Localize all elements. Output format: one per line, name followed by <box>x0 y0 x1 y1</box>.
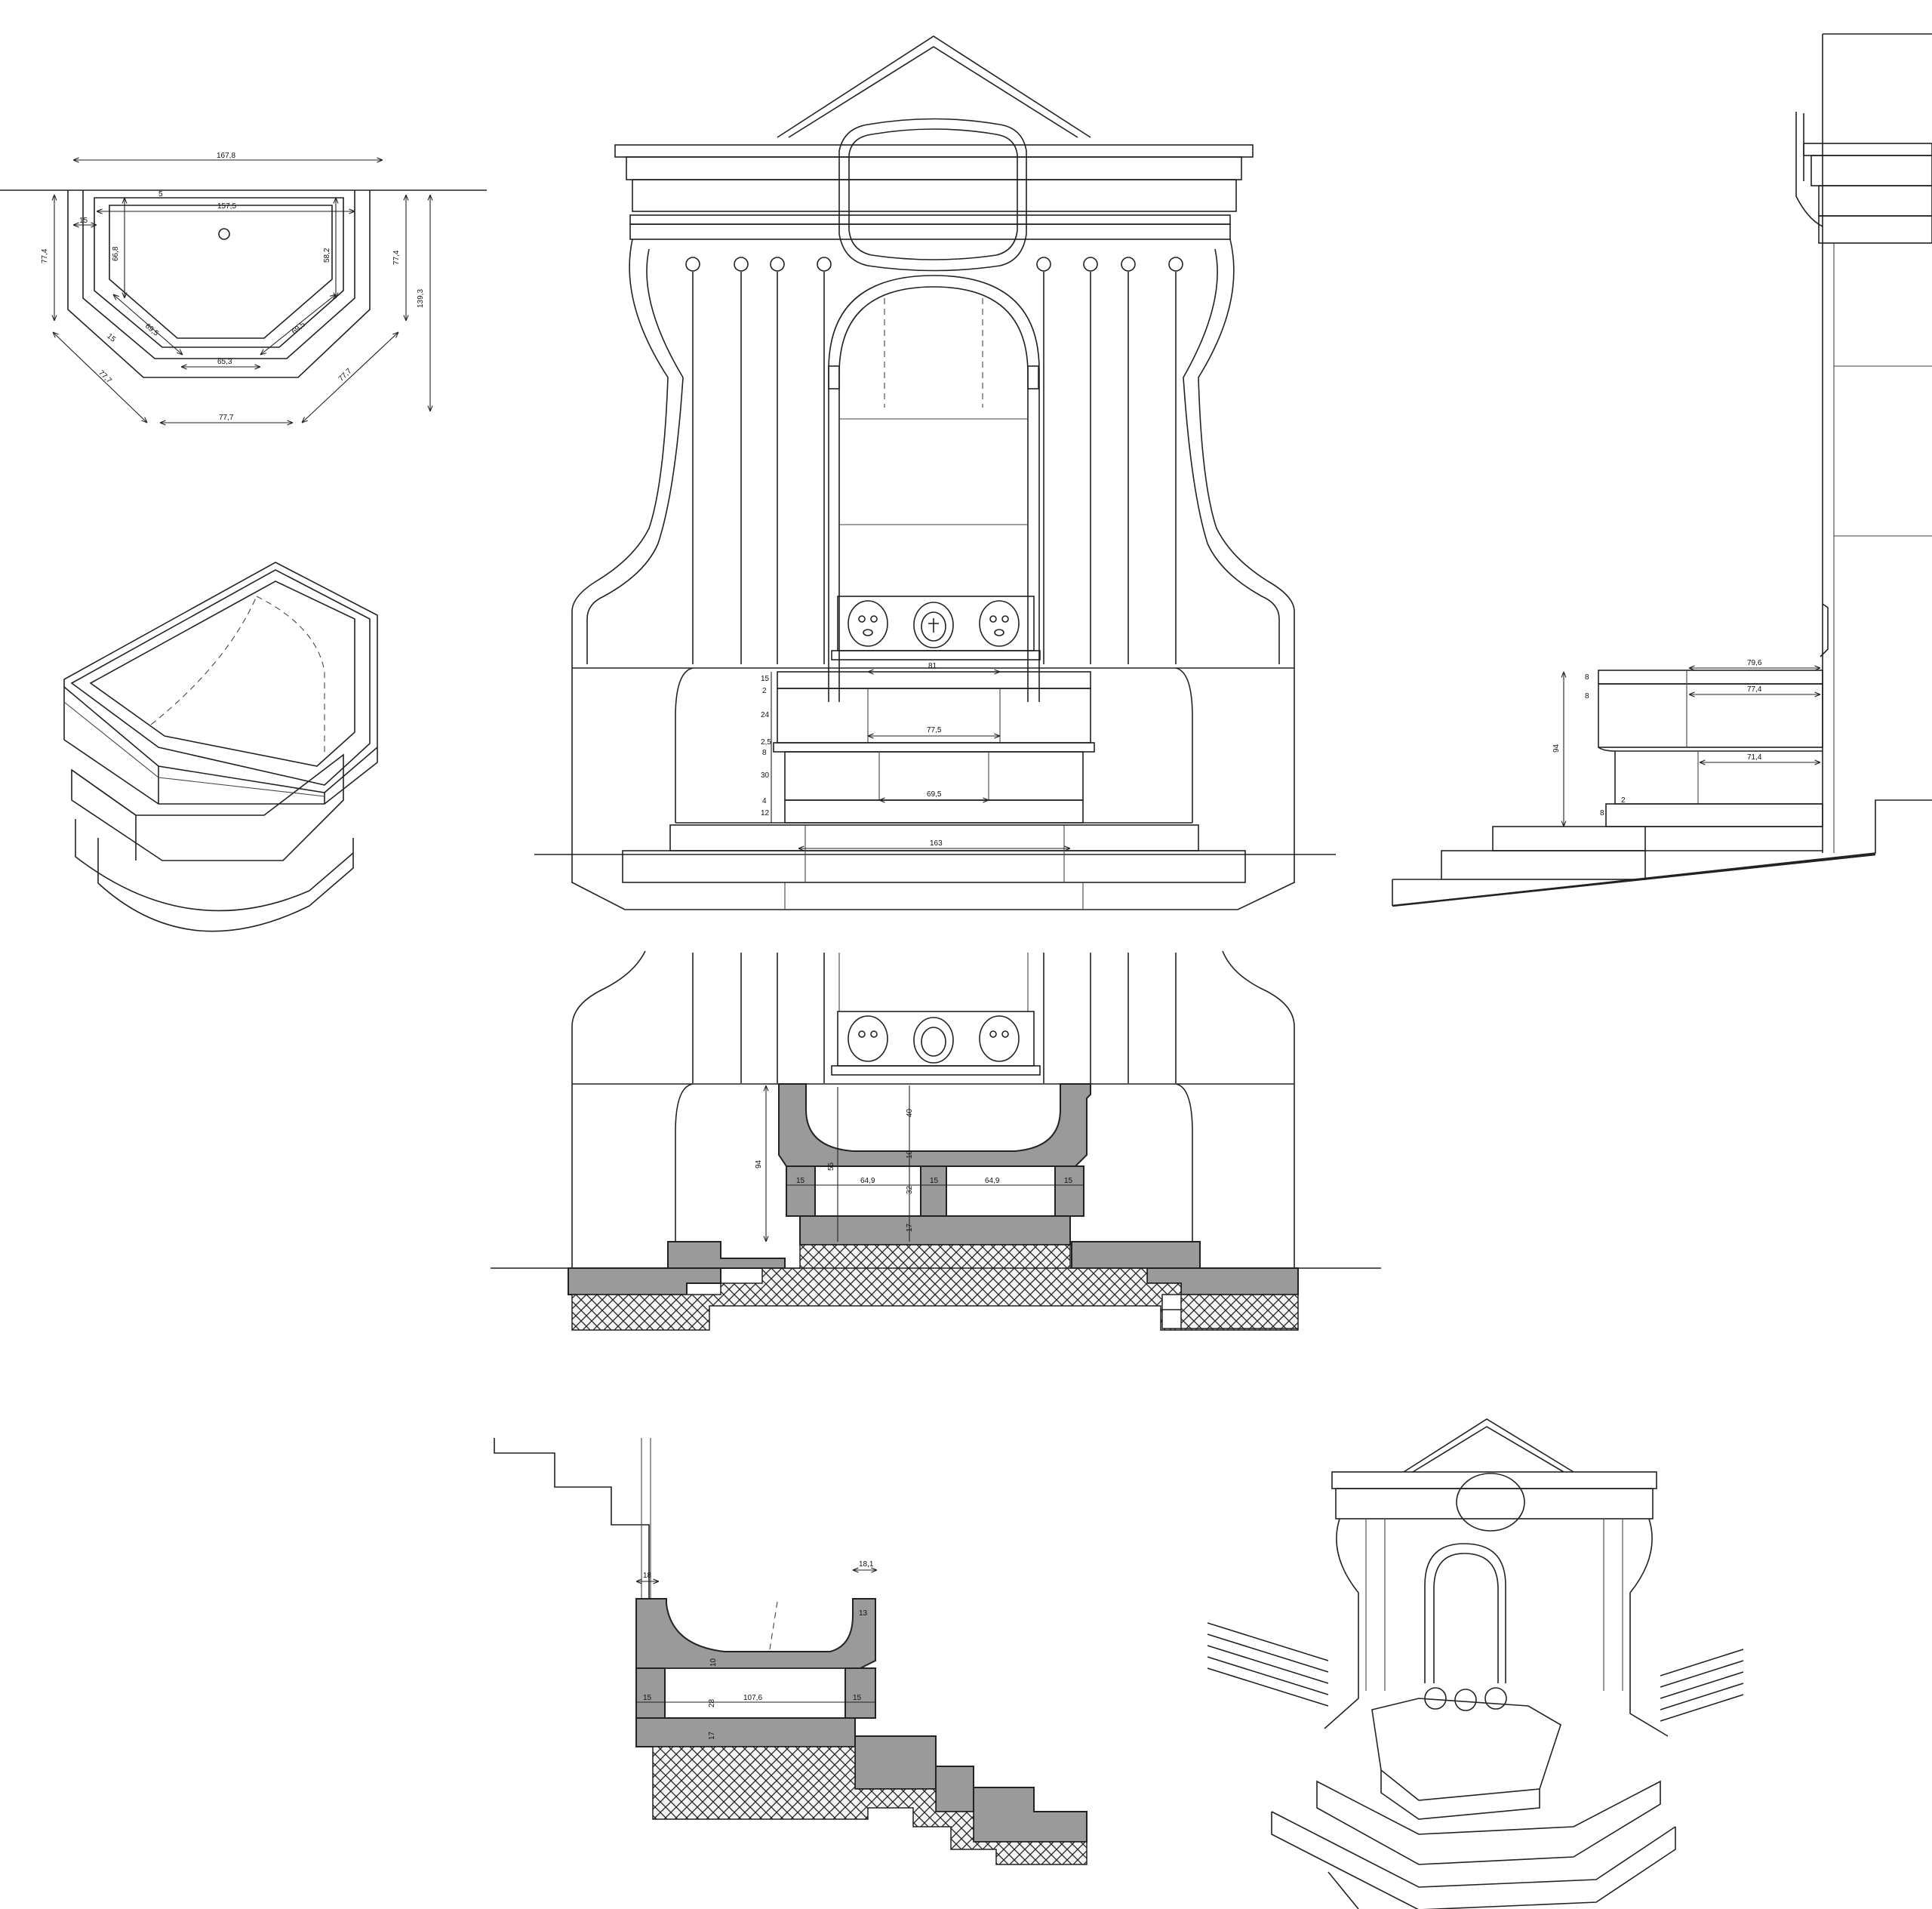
plan-dim-inner-right: 58,2 <box>323 248 331 263</box>
front-dim-basin-top: 81 <box>928 662 937 670</box>
section-dim-w5: 15 <box>1064 1177 1073 1185</box>
plan-dim-height: 139,3 <box>417 289 425 308</box>
fountain-side-section: 18 18,1 13 10 15 107,6 15 28 17 <box>494 1438 1088 1865</box>
section-dim-mid: 10 <box>906 1150 914 1159</box>
coat-of-arms-ornament <box>913 602 954 648</box>
front-dim-mid: 77,5 <box>927 726 942 734</box>
fountain-side-elevation: 79,6 77,4 71,4 94 8 8 2 8 <box>1392 33 1932 907</box>
section-dim-w2: 64,9 <box>860 1177 875 1185</box>
section-dim-total: 94 <box>755 1159 763 1168</box>
side-dim-d1: 79,6 <box>1747 659 1762 667</box>
section-dim-bowl: 40 <box>906 1108 914 1117</box>
section-mask-right <box>979 1015 1020 1062</box>
sside-dim-m: 10 <box>709 1658 718 1667</box>
front-dim-v1: 15 <box>761 675 770 683</box>
side-dim-s1: 8 <box>1585 673 1589 682</box>
plan-dim-top: 5 <box>158 190 163 199</box>
side-dim-s4: 8 <box>1600 809 1604 817</box>
front-dim-v6: 30 <box>761 771 770 780</box>
pilaster-capitals <box>685 257 1183 272</box>
side-dim-height: 94 <box>1552 744 1561 753</box>
sside-dim-t1: 18 <box>643 1572 652 1580</box>
basin-plan-view: 167,8 157,5 15 5 77,4 77,4 139,3 66,8 58… <box>0 152 487 423</box>
plan-dim-side-right: 77,4 <box>392 250 401 265</box>
front-dim-v3: 24 <box>761 711 770 719</box>
section-coat-of-arms <box>913 1017 954 1064</box>
section-dim-v17: 17 <box>906 1223 914 1232</box>
sside-dim-w-center: 107,6 <box>743 1694 762 1702</box>
mask-ornament-left <box>848 600 888 647</box>
front-dim-base: 163 <box>930 839 943 848</box>
sside-dim-b: 17 <box>708 1731 716 1740</box>
plan-dim-bottom-rim: 15 <box>105 332 117 344</box>
basin-axonometric-view <box>63 562 378 932</box>
plan-dim-diag-out-left: 77,7 <box>97 369 113 386</box>
plan-dim-diag-out-right: 77,7 <box>337 367 354 383</box>
section-dim-w3: 15 <box>930 1177 939 1185</box>
sside-dim-h: 28 <box>708 1698 716 1707</box>
plan-dim-side-left: 77,4 <box>41 248 49 263</box>
section-dim-w4: 64,9 <box>985 1177 1000 1185</box>
front-dim-v8: 12 <box>761 809 770 817</box>
front-dim-v5: 8 <box>762 749 767 757</box>
sside-dim-t2: 18,1 <box>859 1560 874 1569</box>
front-dim-low: 69,5 <box>927 790 942 799</box>
front-dim-v7: 4 <box>762 797 767 805</box>
side-dim-d2: 77,4 <box>1747 685 1762 694</box>
plan-dim-rim: 15 <box>79 217 88 225</box>
section-dim-w1: 15 <box>796 1177 805 1185</box>
plan-dim-bottom-inner: 65,3 <box>217 358 232 366</box>
sside-dim-w-right: 15 <box>853 1694 862 1702</box>
fountain-front-section: 94 55 40 10 32 17 15 64,9 15 64,9 15 <box>491 950 1381 1331</box>
plan-dim-inner-left: 66,8 <box>112 246 120 261</box>
plan-dim-bottom-outer: 77,7 <box>219 414 234 422</box>
fountain-front-elevation: 81 77,5 69,5 163 15 2 24 2,5 8 30 4 12 <box>534 35 1336 910</box>
sside-dim-r: 13 <box>859 1609 868 1618</box>
mask-ornament-right <box>979 600 1020 647</box>
side-dim-s2: 8 <box>1585 692 1589 700</box>
side-dim-s3: 2 <box>1621 796 1626 805</box>
side-dim-d3: 71,4 <box>1747 753 1762 762</box>
plan-dim-diag-right: 69,5 <box>291 320 307 336</box>
front-dim-v4: 2,5 <box>761 738 771 747</box>
plan-dim-inner-width: 157,5 <box>217 202 236 211</box>
section-mask-left <box>848 1015 888 1062</box>
fountain-perspective-view <box>1207 1418 1744 1909</box>
section-dim-v32: 32 <box>906 1185 914 1194</box>
plan-dim-total-width: 167,8 <box>217 152 235 160</box>
sside-dim-w-left: 15 <box>643 1694 652 1702</box>
plan-dim-diag-left: 69,5 <box>143 322 160 338</box>
front-dim-v2: 2 <box>762 687 767 695</box>
section-dim-inner: 55 <box>827 1162 835 1171</box>
